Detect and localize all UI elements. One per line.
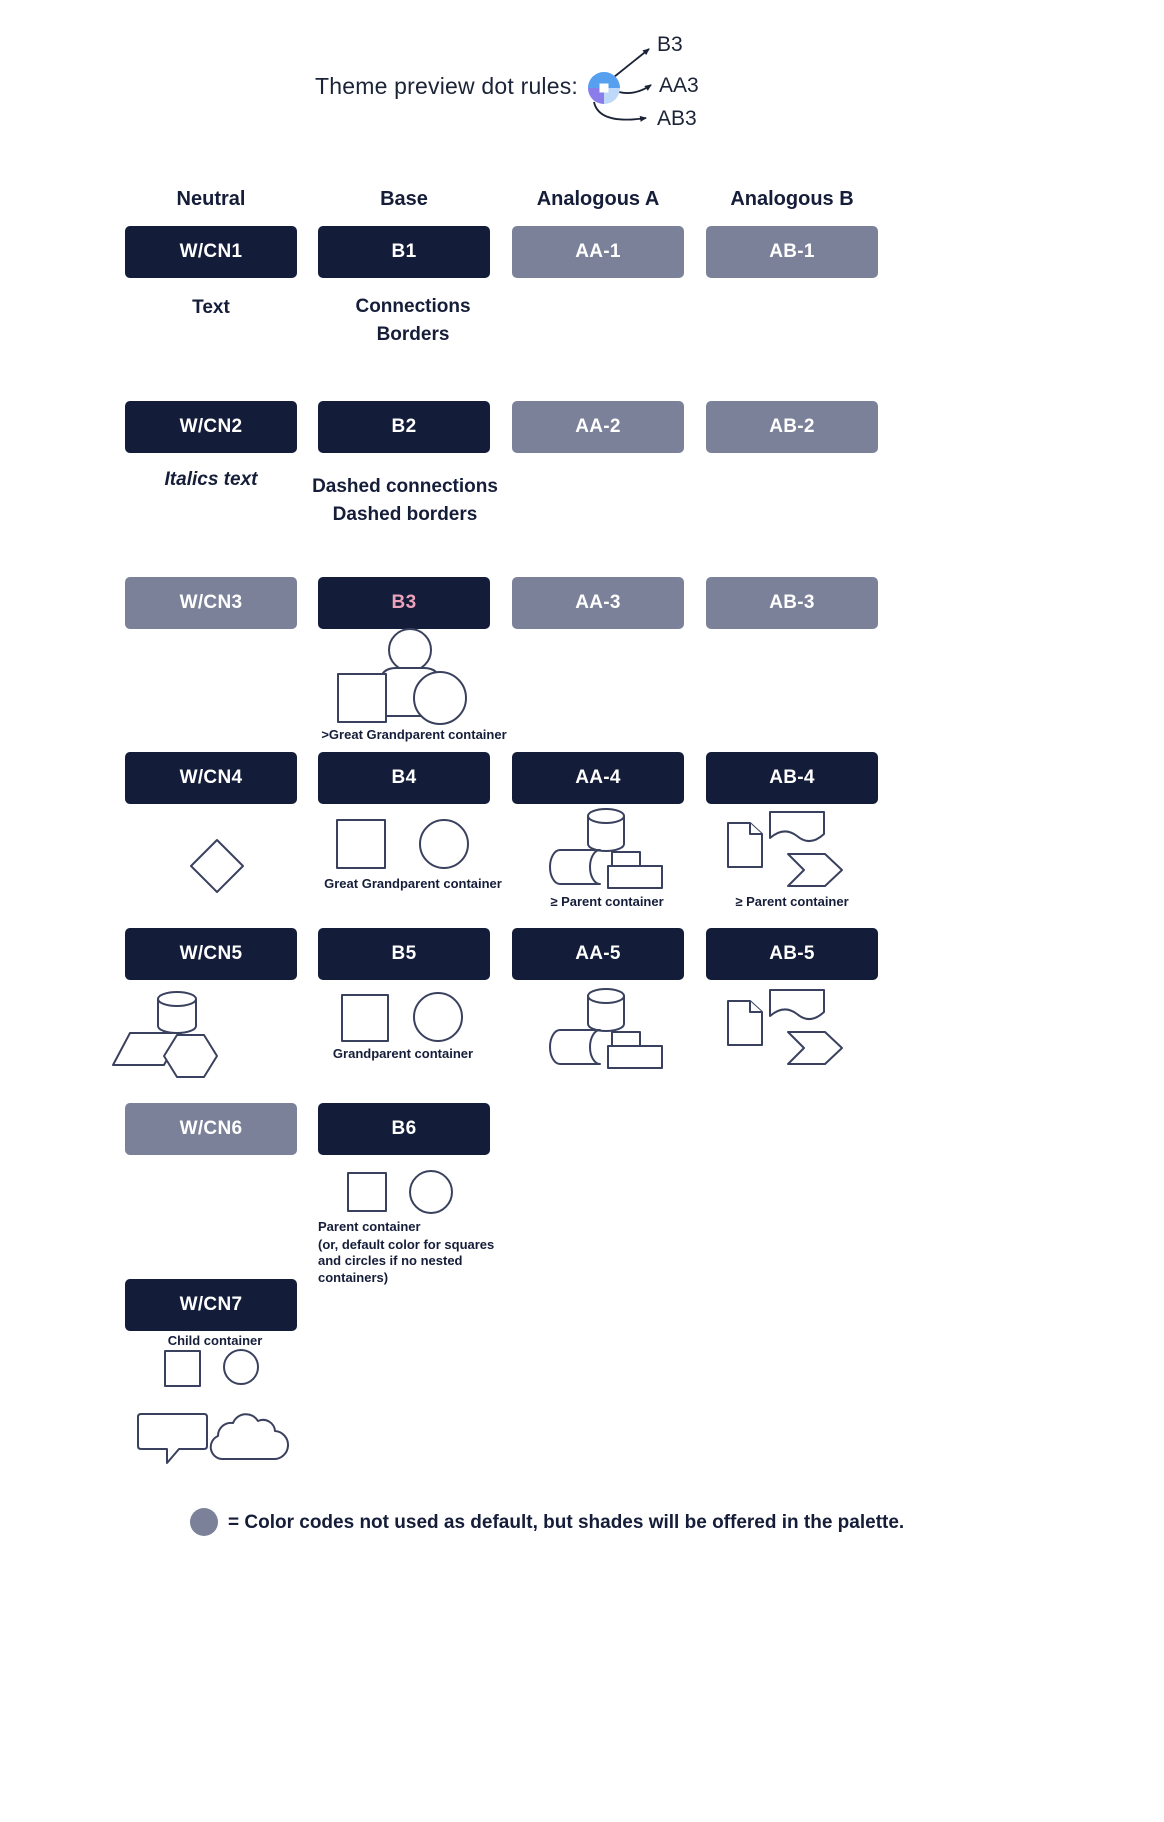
dot-rule-label-aa3: AA3	[659, 74, 699, 97]
wavy-document-shape	[769, 811, 825, 842]
square-shape	[336, 819, 386, 869]
pill-wcn7: W/CN7	[125, 1279, 297, 1331]
caption-b5: Grandparent container	[332, 1046, 474, 1061]
ab4-shape-group	[727, 811, 843, 887]
circle-shape	[223, 1349, 259, 1385]
ab5-shape-group	[727, 989, 843, 1065]
b5-shape-group	[341, 992, 463, 1042]
cylinder-shape	[587, 996, 625, 1032]
stored-data-shape	[549, 1029, 601, 1065]
circle-shape	[409, 1170, 453, 1214]
caption-b3: >Great Grandparent container	[321, 727, 507, 742]
cylinder-top-shape	[157, 991, 197, 1007]
pill-wcn5: W/CN5	[125, 928, 297, 980]
wcn7-extra-shape-group	[137, 1413, 290, 1464]
pill-ab1: AB-1	[706, 226, 878, 278]
small-rectangle-shape	[611, 1031, 641, 1047]
caption-aa4: ≥ Parent container	[550, 894, 664, 909]
pill-wcn1: W/CN1	[125, 226, 297, 278]
caption-borders: Borders	[376, 324, 450, 345]
circle-shape	[413, 992, 463, 1042]
chevron-shape	[787, 853, 843, 887]
aa5-shape-group	[549, 988, 663, 1069]
wcn5-shape-group	[112, 991, 218, 1078]
pill-ab4: AB-4	[706, 752, 878, 804]
caption-wcn7: Child container	[167, 1333, 263, 1348]
pill-ab5: AB-5	[706, 928, 878, 980]
square-shape	[347, 1172, 387, 1212]
pill-wcn3: W/CN3	[125, 577, 297, 629]
diamond-shape	[190, 839, 244, 893]
circle-shape	[413, 671, 467, 725]
pill-aa4: AA-4	[512, 752, 684, 804]
legend-dot	[190, 1508, 218, 1536]
b4-shape-group	[336, 819, 469, 869]
rectangle-shape	[607, 865, 663, 889]
dot-rule-label-b3: B3	[657, 33, 683, 56]
caption-b6-note: (or, default color for squares and circl…	[318, 1237, 495, 1285]
column-header-neutral: Neutral	[176, 188, 246, 210]
caption-italics-text: Italics text	[164, 469, 258, 490]
dot-rule-label-ab3: AB3	[657, 107, 697, 130]
circle-shape	[419, 819, 469, 869]
arrow-to-ab3	[593, 101, 647, 122]
caption-dashed-connections: Dashed connections	[312, 476, 498, 497]
aa4-shape-group	[549, 808, 663, 889]
wavy-document-shape	[769, 989, 825, 1020]
callout-shape	[137, 1413, 208, 1464]
caption-connections: Connections	[355, 296, 471, 317]
column-header-analogous-b: Analogous B	[730, 188, 854, 210]
wcn7-shape-group	[164, 1349, 259, 1387]
pill-wcn4: W/CN4	[125, 752, 297, 804]
square-shape	[164, 1350, 201, 1387]
theme-preview-dot-graphic	[588, 48, 652, 122]
b3-shape-group	[337, 628, 467, 725]
pill-aa1: AA-1	[512, 226, 684, 278]
page-title: Theme preview dot rules:	[315, 73, 579, 99]
pill-aa3: AA-3	[512, 577, 684, 629]
pill-b3: B3	[318, 577, 490, 629]
pill-ab3: AB-3	[706, 577, 878, 629]
column-header-base: Base	[380, 188, 428, 210]
arrow-to-b3	[613, 48, 650, 78]
pill-b6: B6	[318, 1103, 490, 1155]
pill-ab2: AB-2	[706, 401, 878, 453]
cylinder-top-shape	[587, 988, 625, 1004]
person-head-shape	[388, 628, 432, 672]
caption-ab4: ≥ Parent container	[735, 894, 849, 909]
caption-dashed-borders: Dashed borders	[332, 504, 478, 525]
arrow-to-aa3	[618, 84, 652, 94]
hexagon-shape	[163, 1034, 218, 1078]
note-card-fold	[749, 823, 762, 835]
cylinder-top-shape	[587, 808, 625, 824]
chevron-shape	[787, 1031, 843, 1065]
wcn4-shape-group	[190, 839, 244, 893]
stored-data-shape	[549, 849, 601, 885]
small-rectangle-shape	[611, 851, 641, 867]
pill-b4: B4	[318, 752, 490, 804]
column-header-analogous-a: Analogous A	[536, 188, 660, 210]
caption-b4: Great Grandparent container	[324, 876, 502, 891]
caption-b6: Parent container	[318, 1219, 421, 1234]
pill-b1: B1	[318, 226, 490, 278]
theme-dot-center-square	[599, 83, 609, 93]
pill-wcn6: W/CN6	[125, 1103, 297, 1155]
cylinder-shape	[587, 816, 625, 852]
pill-b5: B5	[318, 928, 490, 980]
b6-shape-group	[347, 1170, 453, 1214]
theme-dot-top-slice	[588, 72, 620, 88]
square-shape	[341, 994, 389, 1042]
pill-aa2: AA-2	[512, 401, 684, 453]
caption-text: Text	[192, 297, 230, 318]
legend-text: = Color codes not used as default, but s…	[228, 1512, 905, 1533]
cloud-shape	[209, 1413, 290, 1461]
pill-aa5: AA-5	[512, 928, 684, 980]
rectangle-shape	[607, 1045, 663, 1069]
pill-wcn2: W/CN2	[125, 401, 297, 453]
pill-b2: B2	[318, 401, 490, 453]
square-shape	[337, 673, 387, 723]
note-card-fold	[749, 1001, 762, 1013]
